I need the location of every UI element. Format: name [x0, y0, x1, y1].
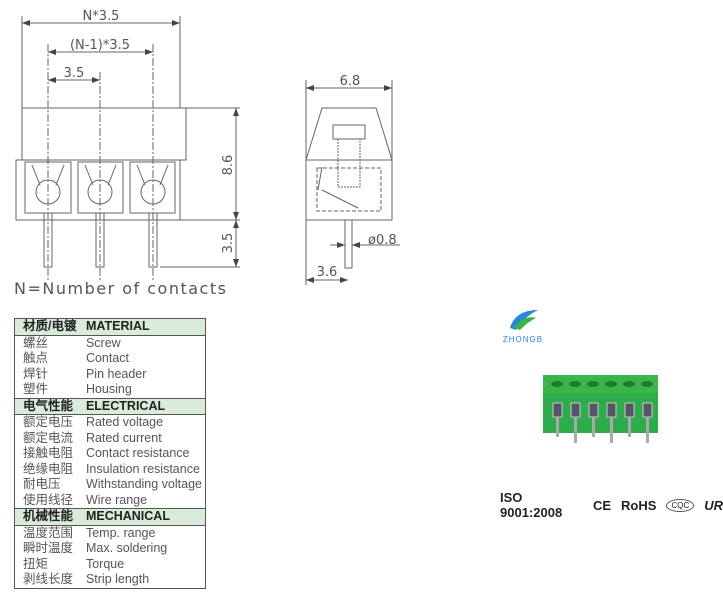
terminal-clamp — [642, 402, 653, 418]
spec-row: 焊针 Pin header — [15, 367, 206, 383]
pin — [556, 417, 559, 437]
certifications: ISO 9001:2008 CE RoHS CQC UR — [500, 490, 723, 520]
spec-en: Pin header — [85, 366, 147, 381]
spec-row: 使用线径 Wire range — [15, 493, 206, 509]
spec-en: Withstanding voltage — [85, 477, 202, 491]
cqc-mark: CQC — [666, 498, 695, 512]
contacts-note: N=Number of contacts — [14, 279, 227, 298]
pin — [610, 417, 613, 443]
spec-cn: 耐电压 — [23, 477, 61, 491]
pin — [592, 417, 595, 437]
side-view: 6.8 ø0.8 3.6 — [305, 74, 400, 285]
wire-hole — [605, 381, 617, 387]
ce-mark: CE — [592, 497, 612, 513]
spec-row: 接触电阻 Contact resistance — [15, 446, 206, 462]
spec-cn: 剥线长度 — [23, 572, 74, 586]
brand-logo: ZHONGB — [498, 308, 548, 344]
wire-hole — [551, 381, 563, 387]
pin — [646, 417, 649, 443]
iso-cert: ISO 9001:2008 — [500, 490, 563, 520]
spec-row: 温度范围 Temp. range — [15, 525, 206, 541]
spec-en: Contact — [85, 351, 130, 365]
spec-cn: 扭矩 — [23, 556, 49, 571]
spec-en: Strip length — [85, 572, 150, 586]
dim-pin-offset: 3.6 — [317, 265, 338, 280]
pin — [628, 417, 631, 437]
spec-cn: 塑件 — [23, 382, 49, 396]
zhongb-logo-icon — [510, 310, 538, 330]
spec-en: Torque — [85, 556, 125, 571]
spec-cn: 温度范围 — [23, 525, 74, 540]
section-en: MECHANICAL — [82, 508, 206, 526]
terminal-clamp — [552, 402, 563, 418]
spec-row: 额定电流 Rated current — [15, 431, 206, 447]
spec-en: Rated voltage — [85, 415, 164, 429]
spec-cn: 焊针 — [23, 366, 49, 381]
front-view: N*3.5 (N-1)*3.5 3.5 8.6 3.5 N=Number of … — [14, 9, 240, 298]
spec-row: 螺丝 Screw — [15, 335, 206, 351]
spec-en: Max. soldering — [85, 541, 168, 555]
ul-mark: UR — [704, 497, 723, 513]
terminal-clamp — [570, 402, 581, 418]
spec-row: 耐电压 Withstanding voltage — [15, 477, 206, 493]
spec-row: 扭矩 Torque — [15, 557, 206, 573]
spec-en: Rated current — [85, 430, 162, 445]
dim-width: 6.8 — [340, 74, 361, 89]
section-cn: 材质/电镀 — [14, 318, 83, 336]
terminal-clamp — [588, 402, 599, 418]
spec-cn: 额定电压 — [23, 415, 74, 429]
spec-cn: 螺丝 — [23, 335, 49, 350]
spec-row: 绝缘电阻 Insulation resistance — [15, 462, 206, 478]
spec-cn: 触点 — [23, 351, 49, 365]
spec-row: 触点 Contact — [15, 351, 206, 367]
wire-hole — [569, 381, 581, 387]
dim-total: N*3.5 — [83, 9, 120, 24]
spec-row: 剥线长度 Strip length — [15, 572, 206, 588]
technical-drawing: N*3.5 (N-1)*3.5 3.5 8.6 3.5 N=Number of … — [14, 9, 400, 298]
wire-hole — [623, 381, 635, 387]
dim-pitch: 3.5 — [64, 66, 85, 81]
spec-en: Wire range — [85, 492, 148, 507]
terminal-clamp — [624, 402, 635, 418]
section-cn: 机械性能 — [14, 508, 83, 526]
product-photo — [543, 375, 658, 443]
section-en: MATERIAL — [82, 318, 206, 336]
spec-cn: 额定电流 — [23, 430, 74, 445]
spec-cn: 使用线径 — [23, 492, 74, 507]
dim-height: 8.6 — [221, 155, 236, 176]
spec-row: 塑件 Housing — [15, 382, 206, 398]
wire-hole — [641, 381, 653, 387]
spec-cn: 瞬时温度 — [23, 541, 74, 555]
spec-en: Temp. range — [85, 525, 156, 540]
spec-row: 额定电压 Rated voltage — [15, 415, 206, 431]
section-cn: 电气性能 — [14, 397, 83, 415]
wire-hole — [587, 381, 599, 387]
spec-en: Housing — [85, 382, 132, 396]
pin — [574, 417, 577, 443]
dim-pin-length: 3.5 — [221, 233, 236, 254]
terminal-clamp — [606, 402, 617, 418]
spec-cn: 接触电阻 — [23, 446, 74, 460]
spec-row: 瞬时温度 Max. soldering — [15, 541, 206, 557]
dim-pin-diameter: ø0.8 — [368, 233, 397, 248]
rohs-mark: RoHS — [621, 497, 657, 513]
spec-en: Insulation resistance — [85, 461, 200, 476]
dim-pitch-span: (N-1)*3.5 — [70, 38, 130, 53]
spec-cn: 绝缘电阻 — [23, 461, 74, 476]
section-en: ELECTRICAL — [82, 397, 206, 415]
spec-en: Contact resistance — [85, 446, 190, 460]
spec-en: Screw — [85, 335, 121, 350]
